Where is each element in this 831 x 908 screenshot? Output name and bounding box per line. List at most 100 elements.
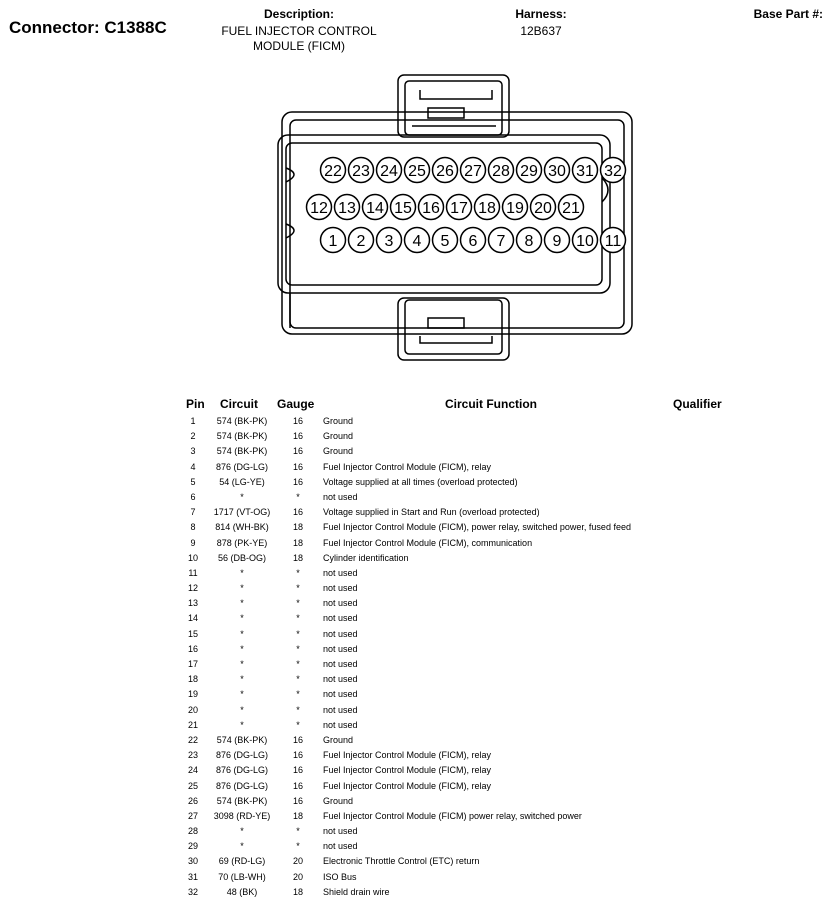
pin-28-circle (487, 156, 515, 184)
gauge-cell: 18 (292, 537, 303, 548)
circuit-cell: 574 (BK-PK) (216, 795, 268, 806)
harness-value: 12B637 (520, 24, 562, 38)
pin-1-circle (319, 226, 347, 254)
circuit-cell: 878 (PK-YE) (216, 537, 268, 548)
pin-6-circle (459, 226, 487, 254)
pin-5-label: 5 (441, 233, 450, 250)
pin-12-label: 12 (310, 200, 328, 217)
header-qualifier: Qualifier (673, 397, 722, 411)
gauge-cell: * (296, 628, 300, 639)
table-row: 15**not used (0, 627, 831, 642)
pin-16-label: 16 (422, 200, 440, 217)
function-cell: Fuel Injector Control Module (FICM), rel… (323, 780, 492, 791)
gauge-cell: * (296, 719, 300, 730)
function-cell: Ground (323, 795, 354, 806)
pin-cell: 24 (187, 765, 198, 776)
pin-cell: 14 (187, 613, 198, 624)
function-cell: Fuel Injector Control Module (FICM), rel… (323, 461, 492, 472)
function-cell: ISO Bus (323, 871, 357, 882)
description-text: FUEL INJECTOR CONTROL MODULE (FICM) (221, 24, 377, 53)
pin-cell: 29 (187, 841, 198, 852)
pin-13-circle (333, 193, 361, 221)
gauge-cell: 18 (292, 552, 303, 563)
function-cell: Shield drain wire (323, 886, 390, 897)
gauge-cell: 16 (292, 765, 303, 776)
pin-cell: 27 (187, 810, 198, 821)
circuit-cell: 876 (DG-LG) (215, 765, 268, 776)
pin-cell: 7 (190, 507, 196, 518)
gauge-cell: 16 (292, 476, 303, 487)
pin-21-label: 21 (562, 200, 580, 217)
pin-10-label: 10 (576, 233, 594, 250)
pin-3-circle (375, 226, 403, 254)
pin-11-label: 11 (605, 233, 622, 250)
pin-30-label: 30 (548, 163, 566, 180)
circuit-cell: 3098 (RD-YE) (213, 810, 271, 821)
gauge-cell: 18 (292, 810, 303, 821)
pin-cell: 15 (187, 628, 198, 639)
circuit-cell: 69 (RD-LG) (218, 856, 266, 867)
pin-cell: 17 (187, 659, 198, 669)
pin-cell: 4 (190, 461, 196, 472)
table-row: 19**not used (0, 687, 831, 702)
pin-cell: 13 (187, 598, 198, 609)
gauge-cell: 16 (292, 416, 303, 426)
connector-title: Connector: C1388C (9, 18, 167, 37)
circuit-cell: 574 (BK-PK) (216, 446, 268, 457)
function-cell: not used (323, 719, 358, 730)
table-row: 28**not used (0, 824, 831, 839)
pin-cell: 6 (190, 491, 196, 502)
function-cell: Fuel Injector Control Module (FICM) powe… (323, 810, 582, 821)
pin-3-label: 3 (385, 233, 394, 250)
pin-cell: 11 (188, 567, 198, 578)
gauge-cell: 18 (292, 886, 303, 897)
pin-17-circle (445, 193, 473, 221)
function-cell: not used (323, 659, 358, 669)
pin-31-label: 31 (576, 163, 594, 180)
circuit-cell: 574 (BK-PK) (216, 416, 268, 426)
pin-21-circle (557, 193, 585, 221)
table-row: 11**not used (0, 566, 831, 581)
function-cell: Fuel Injector Control Module (FICM), rel… (323, 765, 492, 776)
gauge-cell: * (296, 598, 300, 609)
pin-cell: 19 (187, 689, 198, 700)
circuit-cell: * (240, 598, 244, 609)
function-cell: not used (323, 613, 358, 624)
pin-27-label: 27 (464, 163, 482, 180)
pin-23-label: 23 (352, 163, 370, 180)
pin-2-label: 2 (357, 233, 366, 250)
pin-cell: 2 (190, 431, 196, 442)
pin-31-circle (571, 156, 599, 184)
gauge-cell: * (296, 567, 300, 578)
pin-25-label: 25 (408, 163, 426, 180)
pin-4-label: 4 (413, 233, 422, 250)
pin-cell: 23 (187, 750, 198, 761)
pin-9-label: 9 (553, 233, 562, 250)
circuit-cell: 574 (BK-PK) (216, 734, 268, 745)
base-part-label: Base Part #: (753, 7, 823, 21)
gauge-cell: 16 (292, 780, 303, 791)
table-row: 27 3098 (RD-YE) 18 Fuel Injector Control Mo… (0, 809, 831, 824)
function-cell: Voltage supplied in Start and Run (overl… (323, 507, 540, 518)
pin-13-label: 13 (338, 200, 356, 217)
circuit-cell: * (240, 491, 244, 502)
pin-cell: 26 (187, 795, 198, 806)
pin-cell: 28 (187, 826, 198, 837)
circuit-cell: * (240, 613, 244, 624)
gauge-cell: 16 (292, 507, 303, 518)
table-row: 16**not used (0, 642, 831, 657)
pin-15-label: 15 (394, 200, 412, 217)
gauge-cell: * (296, 491, 300, 502)
table-row: 21**not used (0, 718, 831, 733)
pin-cell: 8 (190, 522, 196, 533)
pin-cell: 16 (187, 643, 198, 654)
gauge-cell: * (296, 841, 300, 852)
